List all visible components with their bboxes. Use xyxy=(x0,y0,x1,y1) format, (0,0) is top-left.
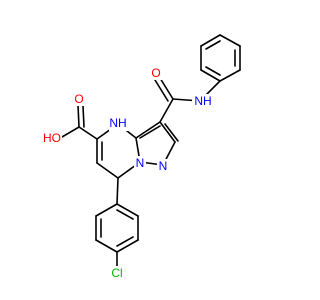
bond xyxy=(116,203,139,217)
bond xyxy=(135,121,161,139)
bond xyxy=(96,162,119,179)
bond xyxy=(159,121,176,143)
bond xyxy=(219,69,241,82)
amide-nh-text: NH xyxy=(194,94,211,108)
chlorine-text: Cl xyxy=(111,266,122,280)
bond xyxy=(116,209,134,220)
bridgehead-nitrogen-text: N xyxy=(136,156,145,170)
bond xyxy=(154,79,169,102)
ring-nh-label: NH xyxy=(109,116,128,131)
carboxyl-oxygen-label: O xyxy=(73,92,85,106)
bond xyxy=(200,69,221,82)
bond xyxy=(82,105,85,128)
bond xyxy=(159,98,174,123)
bond xyxy=(77,104,80,128)
bond xyxy=(164,123,179,142)
pyrazole-nitrogen-label: N xyxy=(157,159,169,173)
ring-nh-text: NH xyxy=(109,116,126,130)
bond xyxy=(78,126,98,140)
bond-layer xyxy=(61,34,241,268)
carboxyl-oxygen-text: O xyxy=(74,92,83,106)
bond xyxy=(200,34,221,47)
pyrazole-nitrogen-text: N xyxy=(159,159,168,173)
bridgehead-nitrogen-label: N xyxy=(134,156,146,170)
bond xyxy=(95,203,118,217)
atom-label-layer: HO O NH N N O NH Cl xyxy=(42,66,214,281)
bond xyxy=(205,66,221,76)
amide-nh-label: NH xyxy=(192,94,214,109)
bond xyxy=(61,126,80,138)
bond xyxy=(116,239,139,253)
chlorine-label: Cl xyxy=(107,266,127,281)
bond xyxy=(159,77,174,100)
amide-oxygen-label: O xyxy=(150,66,162,80)
carboxyl-hydroxyl-label: HO xyxy=(42,130,62,145)
bond xyxy=(116,236,134,247)
bond xyxy=(116,177,119,205)
bond xyxy=(219,34,241,47)
bond xyxy=(205,40,221,50)
carboxyl-hydroxyl-text: HO xyxy=(43,131,61,145)
amide-oxygen-text: O xyxy=(151,66,160,80)
molecule-drawing: HO O NH N N O NH Cl xyxy=(42,34,241,281)
bond xyxy=(139,125,161,139)
structure-canvas: HO O NH N N O NH Cl xyxy=(42,34,241,281)
bond xyxy=(95,239,118,253)
